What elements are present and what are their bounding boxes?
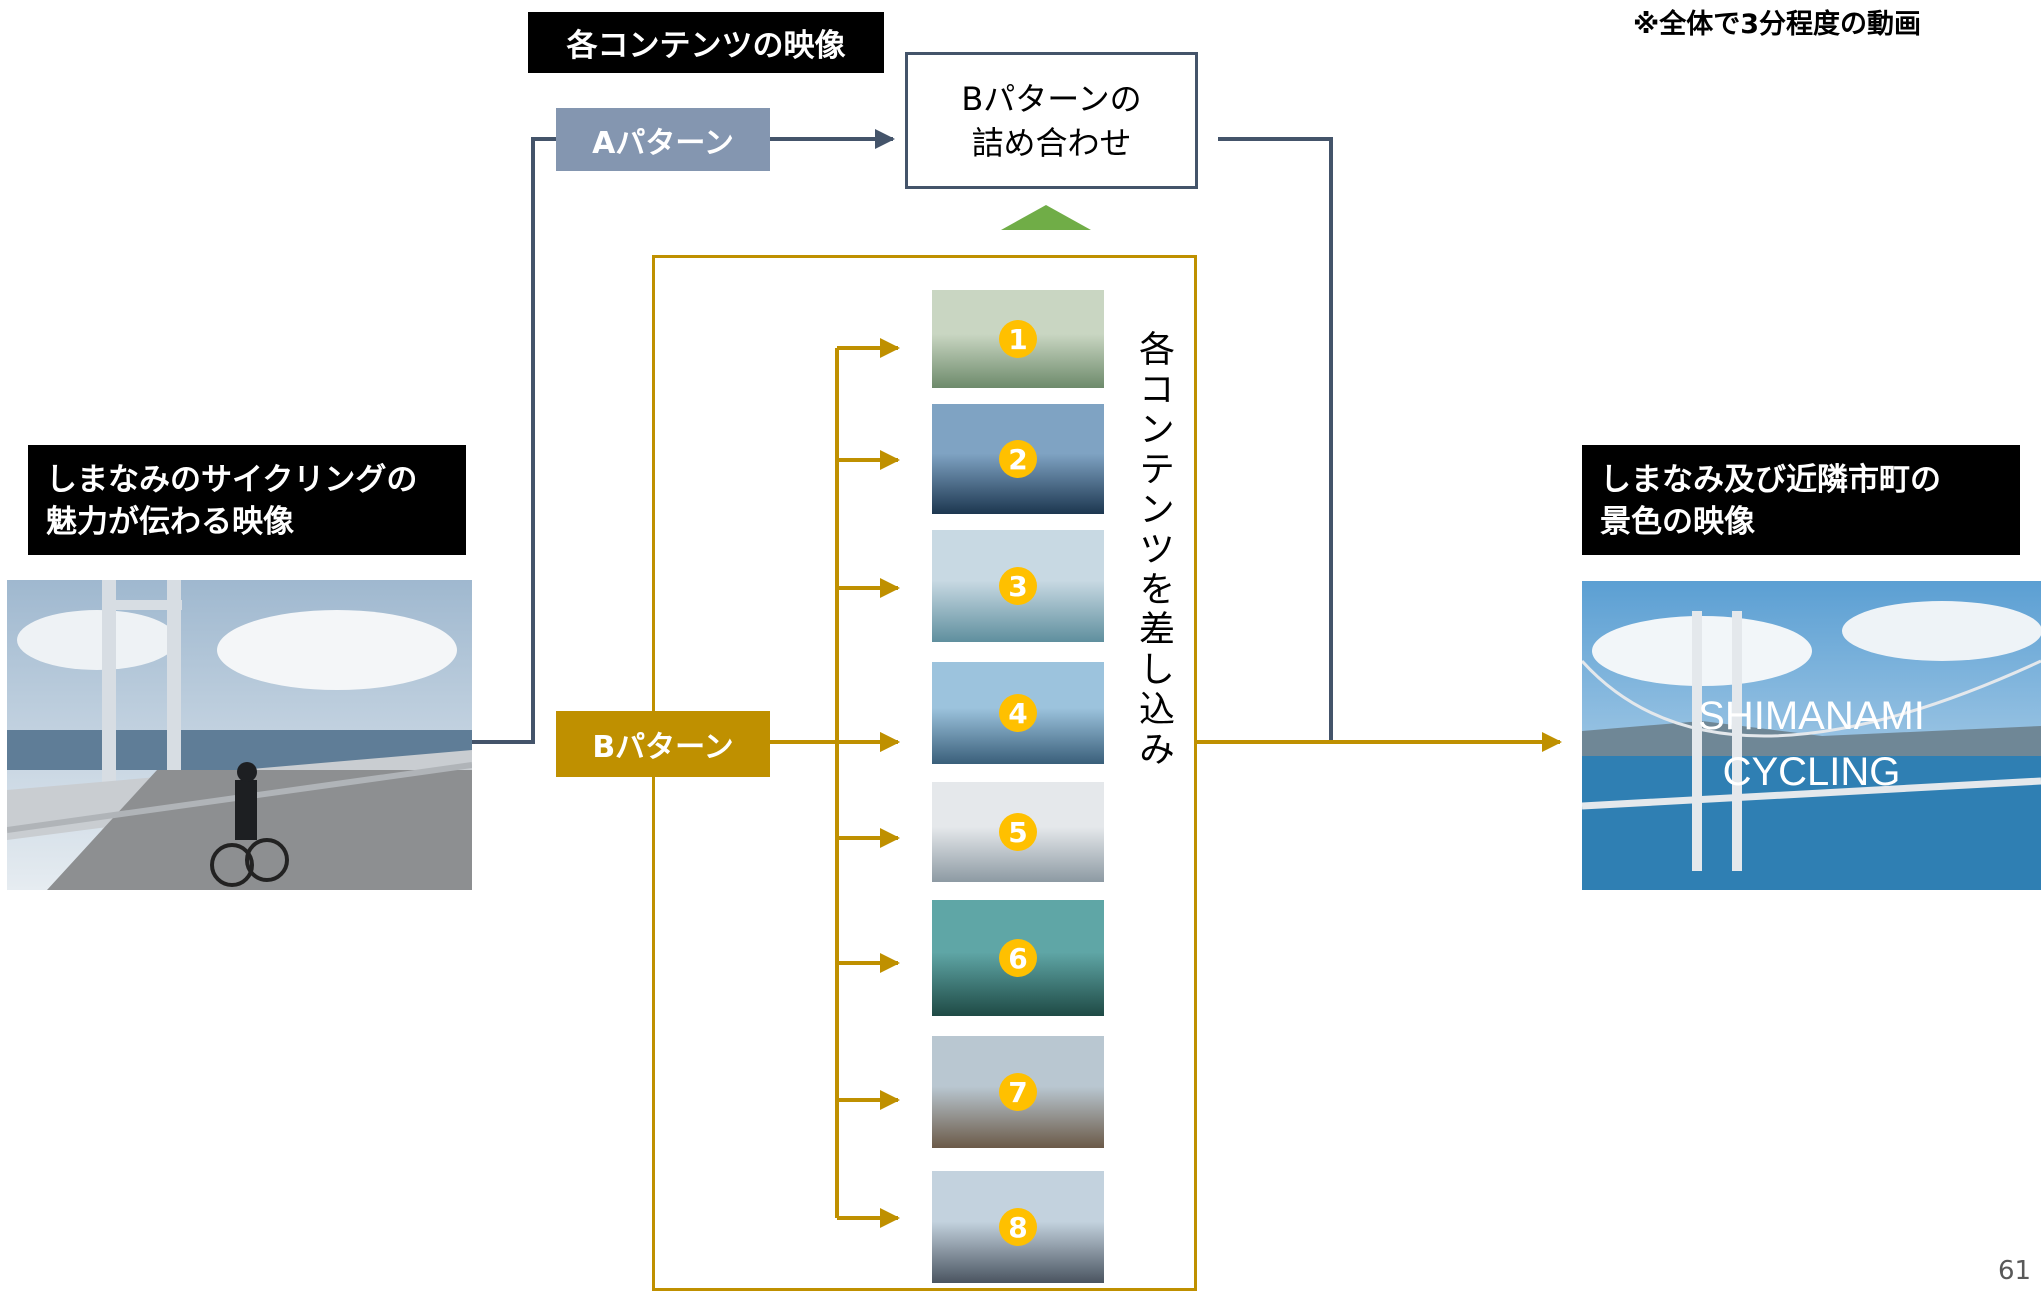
photo-overlay-title: SHIMANAMI CYCLING xyxy=(1582,688,2041,800)
content-number-badge: 3 xyxy=(999,567,1037,605)
combine-line1: Bパターンの xyxy=(961,79,1142,118)
content-number-badge: 1 xyxy=(999,320,1037,358)
up-triangle xyxy=(1001,205,1091,230)
overlay-line2: CYCLING xyxy=(1722,750,1901,794)
left-label: しまなみのサイクリングの 魅力が伝わる映像 xyxy=(28,445,466,555)
line-left-to-a xyxy=(472,137,556,744)
each-content-label: 各コンテンツの映像 xyxy=(528,12,884,73)
combine-line2: 詰め合わせ xyxy=(971,123,1132,162)
pattern-b-box: Bパターン xyxy=(556,711,770,777)
combine-box: Bパターンの 詰め合わせ xyxy=(905,52,1198,189)
left-label-line1: しまなみのサイクリングの xyxy=(46,462,418,498)
duration-note: ※全体で3分程度の動画 xyxy=(1633,9,1922,40)
left-label-line2: 魅力が伝わる映像 xyxy=(46,504,294,540)
content-number-badge: 7 xyxy=(999,1073,1037,1111)
right-label-line1: しまなみ及び近隣市町の xyxy=(1600,462,1941,498)
cycling-bridge-photo xyxy=(7,580,472,890)
pattern-b-label: Bパターン xyxy=(592,730,734,765)
right-label-line2: 景色の映像 xyxy=(1600,504,1755,540)
content-number-badge: 6 xyxy=(999,939,1037,977)
each-content-text: 各コンテンツの映像 xyxy=(566,28,846,64)
content-number-badge: 4 xyxy=(999,694,1037,732)
right-label: しまなみ及び近隣市町の 景色の映像 xyxy=(1582,445,2020,555)
pattern-a-box: Aパターン xyxy=(556,108,770,171)
content-number-badge: 5 xyxy=(999,813,1037,851)
content-number-badge: 2 xyxy=(999,440,1037,478)
shimanami-bridge-photo xyxy=(1582,581,2041,890)
branch-arrows xyxy=(837,338,900,1228)
line-combine-to-right xyxy=(1218,137,1333,742)
pattern-a-label: Aパターン xyxy=(592,125,734,161)
page-number: 61 xyxy=(1998,1256,2032,1286)
content-number-badge: 8 xyxy=(999,1208,1037,1246)
insert-label: 各コンテンツを差し込み xyxy=(1133,330,1174,770)
overlay-line1: SHIMANAMI xyxy=(1698,694,1925,738)
